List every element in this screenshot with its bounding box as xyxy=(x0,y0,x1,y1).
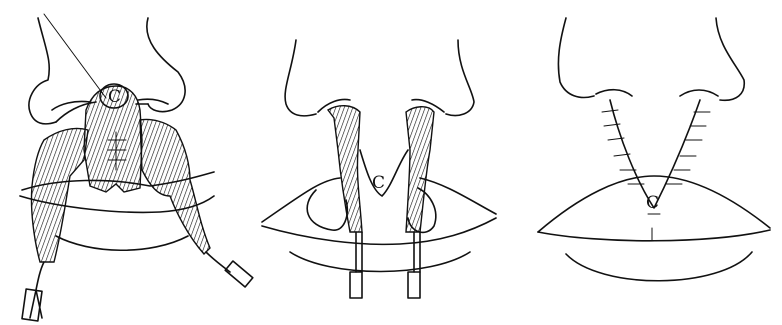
panel-1-label-c: C xyxy=(108,87,121,107)
panel-2-left-strip xyxy=(328,106,362,232)
panel-2-right-strip xyxy=(406,107,434,232)
panel-1-right-flap xyxy=(140,119,210,254)
panel-3-nose xyxy=(558,18,744,100)
panel-2-label-c: C xyxy=(372,173,385,193)
panel-1-left-flap xyxy=(31,128,88,262)
panel-1-flap-elevation: C xyxy=(20,14,253,321)
panel-3-closure: C xyxy=(538,18,770,281)
panel-2-flap-transposition: C xyxy=(262,40,496,298)
panel-2-nose xyxy=(285,40,474,116)
panel-3-label-c: C xyxy=(646,193,659,213)
